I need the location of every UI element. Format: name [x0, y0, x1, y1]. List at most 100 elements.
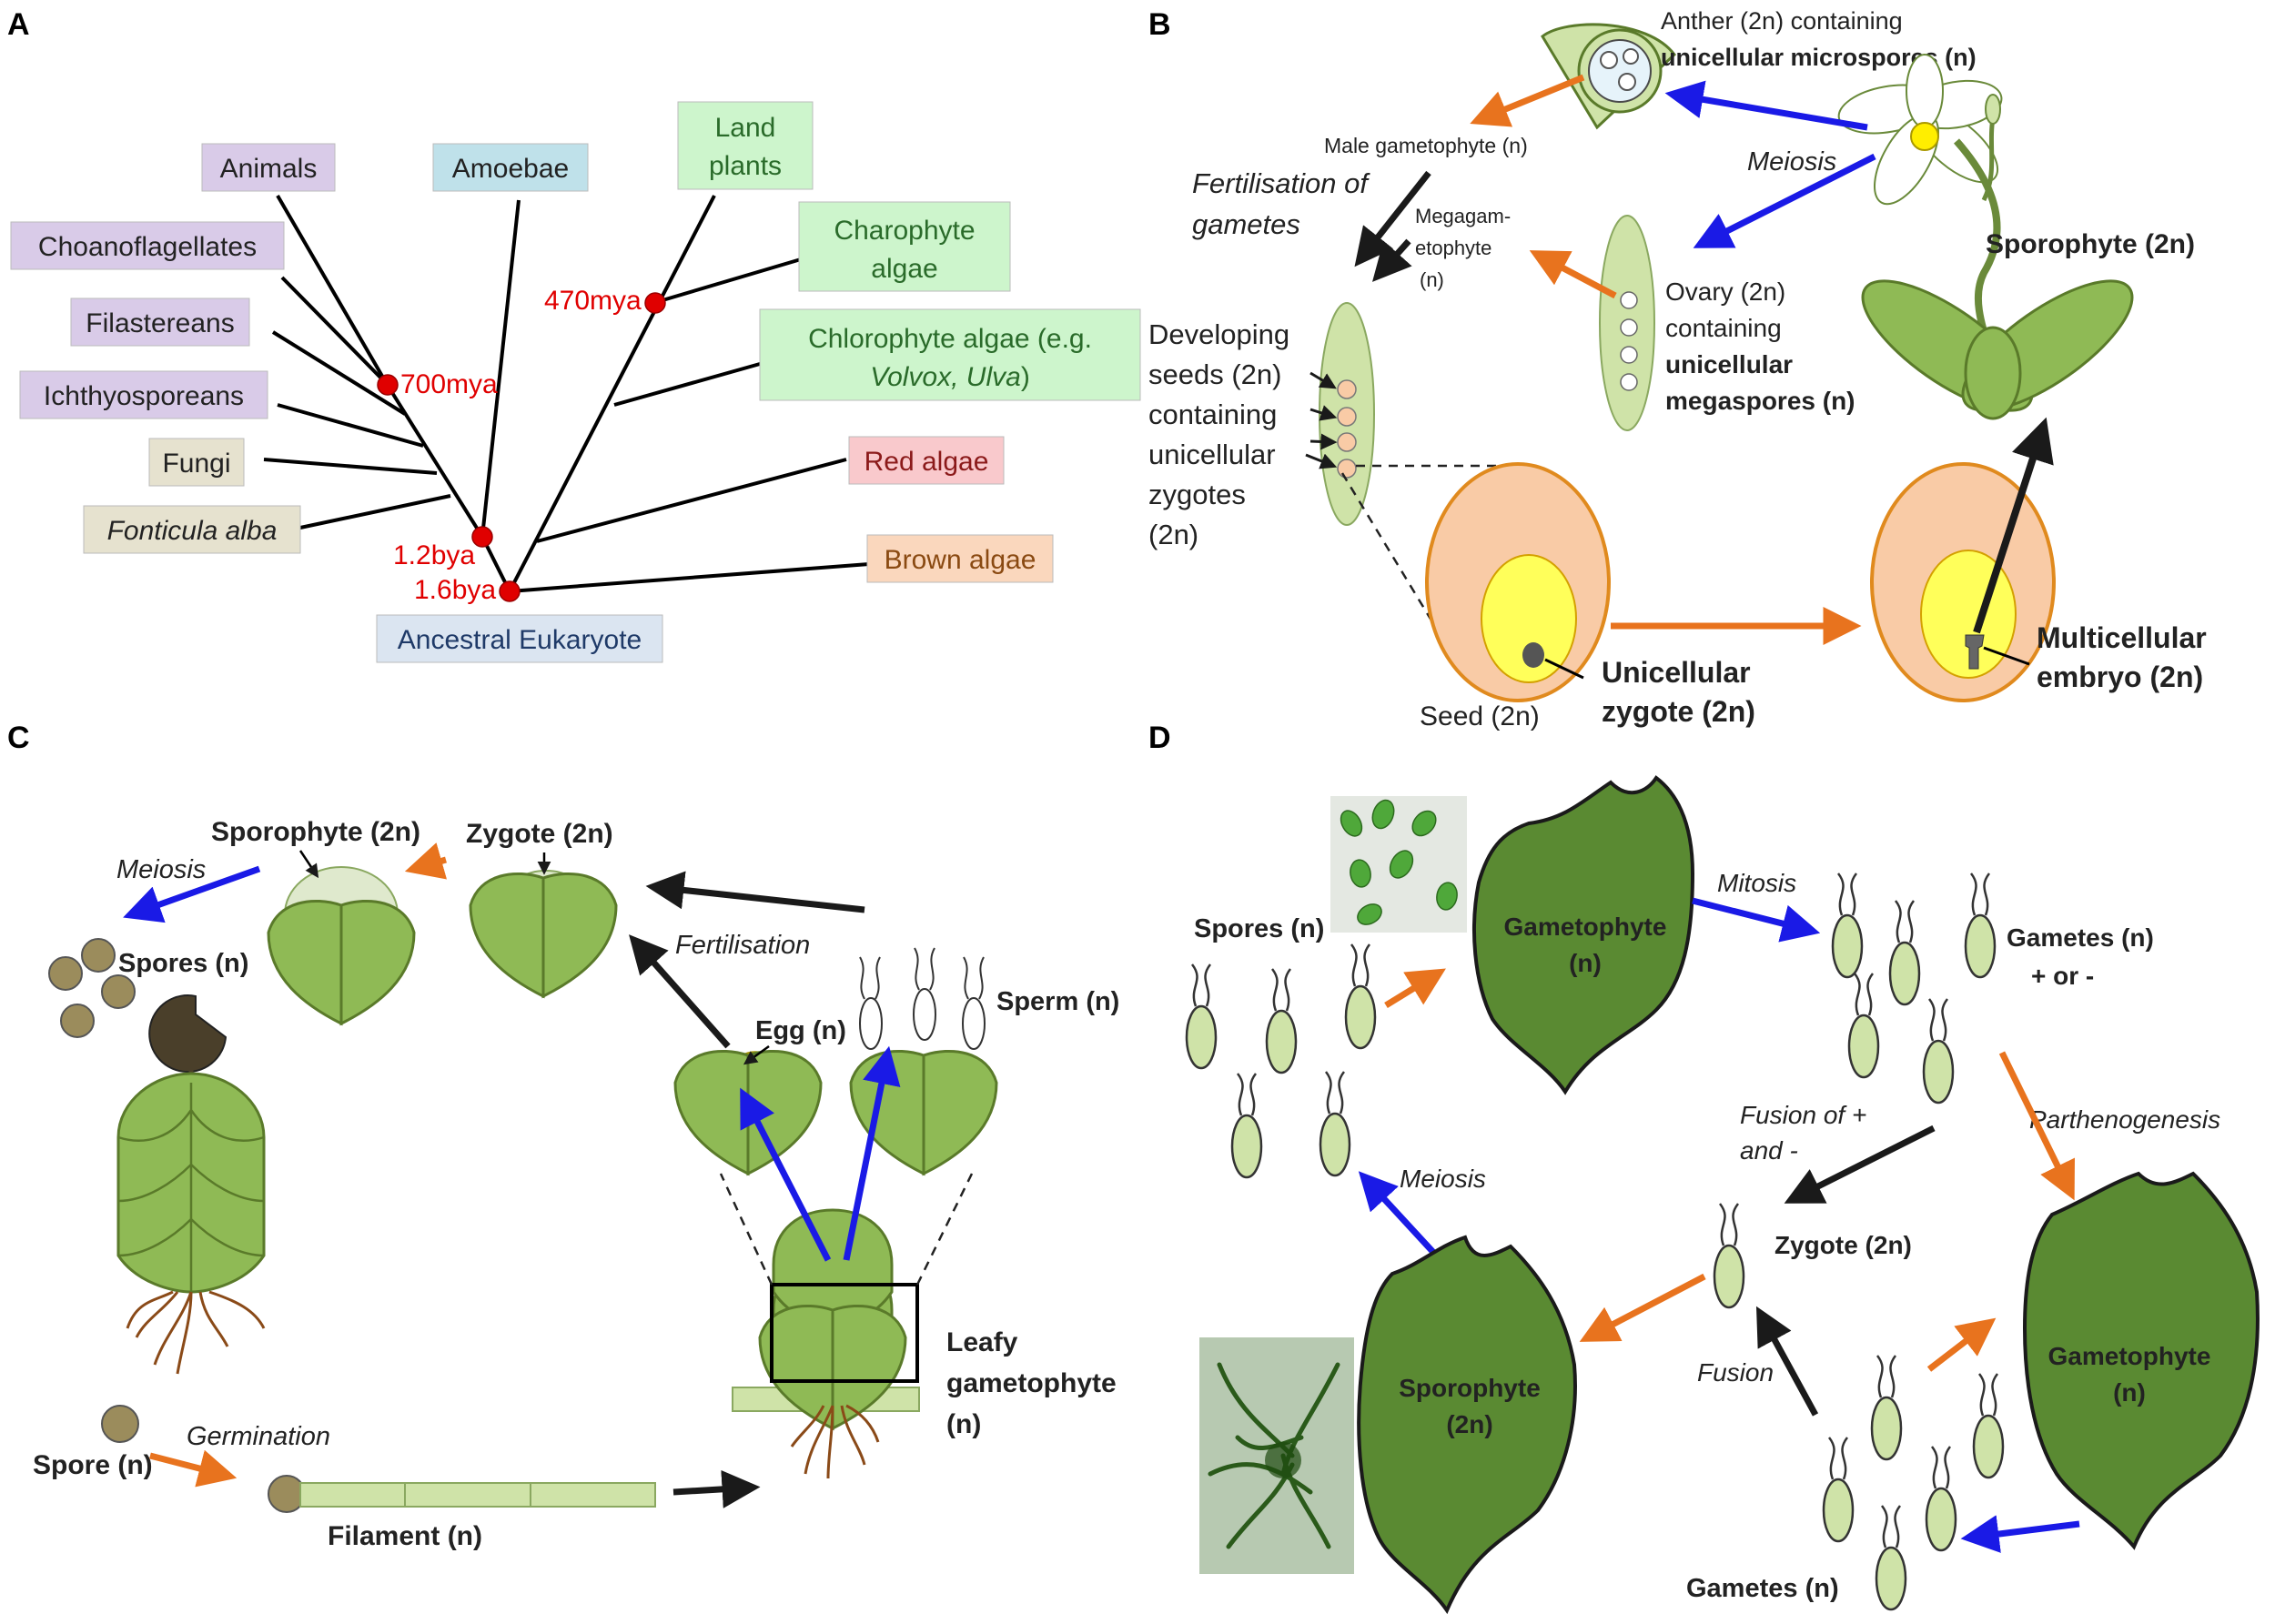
spore-cells [1185, 943, 1377, 1179]
panel-c-moss: Sporophyte (2n) Zygote (2n) Meiosis Spor… [33, 817, 1119, 1551]
d-parthenogenesis-label: Parthenogenesis [2029, 1105, 2220, 1134]
fonticula-text: Fonticula alba [107, 516, 278, 546]
sporophyte-label: Sporophyte (2n) [1986, 229, 2195, 259]
arrow-c-egg-develop [740, 1087, 832, 1262]
megagam-label-1: Megagam- [1415, 205, 1511, 227]
arrow-fertilisation-1 [1354, 170, 1431, 267]
d-fusion-label: Fusion [1697, 1358, 1774, 1387]
gametophyte-right [2022, 1171, 2260, 1550]
gametophyte-top [1472, 775, 1695, 1095]
label-animals: Animals [201, 143, 336, 192]
arrow-meiosis-anther [1664, 80, 1868, 131]
choanoflagellates-text: Choanoflagellates [38, 232, 257, 262]
label-choanoflagellates: Choanoflagellates [10, 221, 285, 270]
label-charophyte: Charophyte algae [798, 201, 1011, 292]
dev-label-4: unicellular [1148, 439, 1276, 470]
panel-d-green-alga: Spores (n) Gametophyte (n) Mitosis Gamet… [1185, 775, 2260, 1615]
c-leafy-label-3: (n) [946, 1409, 981, 1439]
arrow-c-egg-to-zygote [629, 934, 731, 1049]
ovary-label-2: containing [1665, 314, 1782, 342]
anther-label-1: Anther (2n) containing [1661, 7, 1903, 35]
brown-algae-text: Brown algae [885, 545, 1036, 575]
land-plants-text-2: plants [709, 151, 782, 181]
single-spore [101, 1405, 139, 1443]
c-fertilisation-label: Fertilisation [675, 931, 810, 960]
sperm-capsule-illustration [849, 947, 998, 1175]
charophyte-text-2: algae [871, 254, 937, 284]
arrow-c-filament-to-gametophyte [672, 1469, 761, 1508]
panel-label-a: A [7, 7, 30, 42]
arrow-fertilisation-2 [1372, 238, 1412, 282]
zygote-cell [1713, 1202, 1745, 1309]
d-gametophyte2-label-2: (n) [2113, 1378, 2146, 1407]
embryo-label-2: embryo (2n) [2037, 661, 2203, 693]
c-egg-label: Egg (n) [755, 1016, 846, 1045]
dev-label-2: seeds (2n) [1148, 358, 1281, 390]
seed-illustration [1425, 462, 1611, 702]
c-leafy-label-2: gametophyte [946, 1368, 1117, 1398]
fertilisation-label-2: gametes [1192, 208, 1300, 240]
label-land-plants: Land plants [677, 101, 814, 190]
animals-text: Animals [220, 154, 318, 184]
anther-illustration [1541, 23, 1677, 130]
panel-a-phylogeny: 700mya 470mya 1.2bya 1.6bya Animals Amoe… [10, 101, 1141, 663]
dev-label-6: (2n) [1148, 519, 1198, 550]
fertilisation-label-1: Fertilisation of [1192, 167, 1370, 199]
ovary-label-4: megaspores (n) [1665, 387, 1855, 415]
ovary-illustration [1599, 215, 1655, 431]
spores-cluster [48, 938, 136, 1038]
d-gametophyte-label-2: (n) [1569, 949, 1602, 977]
ovary-label-3: unicellular [1665, 350, 1793, 378]
ovary-label-1: Ovary (2n) [1665, 277, 1785, 306]
gamete-cells-top [1831, 872, 1997, 1105]
label-fungi: Fungi [148, 438, 245, 487]
c-filament-label: Filament (n) [328, 1521, 482, 1551]
fungi-text: Fungi [162, 449, 230, 479]
amoebae-text: Amoebae [452, 154, 569, 184]
arrow-male-gametophyte [1470, 74, 1585, 127]
charophyte-text-1: Charophyte [834, 216, 975, 246]
filastereans-text: Filastereans [86, 308, 234, 338]
c-meiosis-label: Meiosis [116, 855, 206, 884]
c-sporophyte-label: Sporophyte (2n) [211, 817, 420, 847]
megagam-label-3: (n) [1420, 268, 1444, 291]
dev-label-5: zygotes [1148, 479, 1246, 510]
dev-label-3: containing [1148, 398, 1277, 430]
c-spores-label: Spores (n) [118, 949, 248, 978]
panel-label-b: B [1148, 7, 1171, 42]
panel-label-d: D [1148, 721, 1171, 755]
ichthyosporeans-text: Ichthyosporeans [44, 381, 244, 411]
sporophyte-capsule-illustration [267, 866, 416, 1025]
label-chlorophyte: Chlorophyte algae (e.g. Volvox, Ulva) [759, 308, 1141, 401]
embryo-label-1: Multicellular [2037, 621, 2207, 654]
d-gametes-label-2: + or - [2031, 962, 2094, 990]
divergence-nodes [377, 292, 666, 602]
d-mitosis-label: Mitosis [1717, 869, 1796, 897]
arrow-embryo-to-sporophyte [1973, 417, 2054, 634]
d-sporophyte-label-1: Sporophyte [1399, 1374, 1541, 1402]
d-gametophyte-label-1: Gametophyte [1504, 913, 1667, 941]
d-zygote-label: Zygote (2n) [1774, 1231, 1912, 1259]
label-amoebae: Amoebae [432, 143, 589, 192]
meiosis-label: Meiosis [1747, 147, 1836, 177]
arrow-c-sperm-develop [843, 1045, 901, 1261]
chlorophyte-text-2: Volvox, Ulva) [870, 362, 1030, 392]
time-1-6bya: 1.6bya [414, 575, 496, 605]
tree-branches [263, 194, 870, 593]
d-gametes-bottom-label: Gametes (n) [1686, 1574, 1839, 1603]
arrow-megagametophyte [1529, 250, 1617, 299]
flower-illustration [1837, 54, 2134, 420]
zygote-leaves [469, 872, 618, 998]
c-sperm-label: Sperm (n) [996, 987, 1119, 1016]
arrow-meiosis-ovary [1693, 153, 1876, 248]
node-1-2bya [471, 526, 493, 548]
c-germination-label: Germination [187, 1422, 330, 1451]
leafy-gametophyte-plant [732, 1208, 920, 1479]
label-brown-algae: Brown algae [866, 534, 1054, 583]
time-700mya: 700mya [400, 369, 498, 399]
zygote-label-1: Unicellular [1602, 656, 1751, 689]
zygote-label-2: zygote (2n) [1602, 695, 1755, 728]
label-fonticula: Fonticula alba [83, 505, 301, 554]
zygote-capsule-illustration [469, 870, 618, 998]
label-ichthyosporeans: Ichthyosporeans [19, 370, 268, 419]
